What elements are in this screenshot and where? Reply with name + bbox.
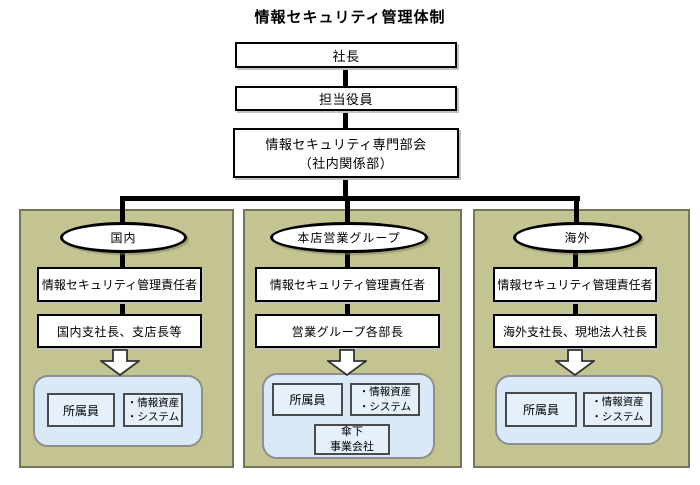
assets-box-domestic: ・情報資産 ・システム bbox=[123, 393, 183, 427]
head-label-headoffice: 営業グループ各部長 bbox=[291, 324, 404, 339]
head-label-domestic: 国内支社長、支店長等 bbox=[56, 324, 182, 339]
down-block-arrow-icon bbox=[555, 349, 595, 376]
connector-domestic-ellipse-manager bbox=[120, 250, 125, 269]
committee-box: 情報セキュリティ専門部会 （社内関係部） bbox=[233, 128, 459, 178]
group-label-headoffice: 本店営業グループ bbox=[297, 231, 401, 245]
connector-drop-overseas bbox=[574, 196, 579, 232]
head-box-domestic: 国内支社長、支店長等 bbox=[37, 314, 202, 348]
manager-box-headoffice: 情報セキュリティ管理責任者 bbox=[255, 267, 440, 302]
subsidiary-label-line2: 事業会社 bbox=[330, 440, 374, 453]
assets-label-overseas-line2: ・システム bbox=[591, 410, 644, 423]
assets-label-domestic-line2: ・システム bbox=[126, 411, 180, 423]
connector-overseas-ellipse-manager bbox=[573, 250, 578, 269]
assets-label-headoffice-line1: ・情報資産 bbox=[358, 386, 412, 399]
manager-label-headoffice: 情報セキュリティ管理責任者 bbox=[269, 278, 426, 292]
president-box: 社長 bbox=[235, 42, 457, 68]
connector-headoffice-ellipse-manager bbox=[345, 250, 350, 269]
connector-overseas-manager-head bbox=[573, 300, 578, 316]
group-ellipse-headoffice: 本店営業グループ bbox=[270, 222, 428, 253]
manager-label-domestic: 情報セキュリティ管理責任者 bbox=[41, 278, 198, 292]
chart-title: 情報セキュリティ管理体制 bbox=[254, 9, 446, 26]
connector-drop-headoffice bbox=[345, 196, 350, 232]
head-box-overseas: 海外支社長、現地法人社長 bbox=[493, 314, 657, 348]
connector-headoffice-manager-head bbox=[345, 300, 350, 316]
group-ellipse-domestic: 国内 bbox=[60, 222, 187, 253]
assets-box-headoffice: ・情報資産 ・システム bbox=[350, 383, 420, 416]
assets-label-overseas-line1: ・情報資産 bbox=[591, 396, 644, 409]
members-box-domestic: 所属員 bbox=[47, 393, 115, 427]
committee-label-line2: （社内関係部） bbox=[298, 156, 394, 171]
manager-box-overseas: 情報セキュリティ管理責任者 bbox=[493, 267, 657, 302]
assets-box-overseas: ・情報資産 ・システム bbox=[583, 392, 652, 427]
connector-drop-domestic bbox=[120, 196, 125, 232]
down-block-arrow-icon bbox=[327, 349, 367, 376]
executive-box: 担当役員 bbox=[235, 86, 457, 111]
head-label-overseas: 海外支社長、現地法人社長 bbox=[502, 324, 647, 339]
members-label-overseas: 所属員 bbox=[522, 403, 559, 417]
connector-executive-committee bbox=[343, 110, 348, 129]
connector-president-executive bbox=[343, 67, 348, 87]
subsidiary-label-line1: 傘下 bbox=[341, 426, 363, 439]
manager-box-domestic: 情報セキュリティ管理責任者 bbox=[37, 267, 202, 302]
assets-label-domestic-line1: ・情報資産 bbox=[126, 396, 180, 409]
subsidiary-box-headoffice: 傘下 事業会社 bbox=[314, 424, 390, 455]
executive-label: 担当役員 bbox=[318, 92, 373, 107]
members-label-headoffice: 所属員 bbox=[289, 393, 326, 407]
president-label: 社長 bbox=[332, 48, 360, 64]
manager-label-overseas: 情報セキュリティ管理責任者 bbox=[497, 278, 653, 292]
connector-horizontal-bus bbox=[120, 196, 580, 201]
head-box-headoffice: 営業グループ各部長 bbox=[255, 314, 440, 348]
connector-committee-trunk bbox=[343, 177, 348, 201]
members-label-domestic: 所属員 bbox=[62, 403, 99, 418]
members-box-overseas: 所属員 bbox=[505, 392, 577, 427]
committee-label-line1: 情報セキュリティ専門部会 bbox=[265, 137, 427, 152]
members-box-headoffice: 所属員 bbox=[272, 383, 343, 416]
connector-domestic-manager-head bbox=[120, 300, 125, 316]
assets-label-headoffice-line2: ・システム bbox=[358, 400, 412, 413]
group-label-domestic: 国内 bbox=[110, 231, 137, 245]
group-ellipse-overseas: 海外 bbox=[513, 222, 642, 253]
group-label-overseas: 海外 bbox=[564, 231, 591, 245]
down-block-arrow-icon bbox=[100, 349, 140, 376]
